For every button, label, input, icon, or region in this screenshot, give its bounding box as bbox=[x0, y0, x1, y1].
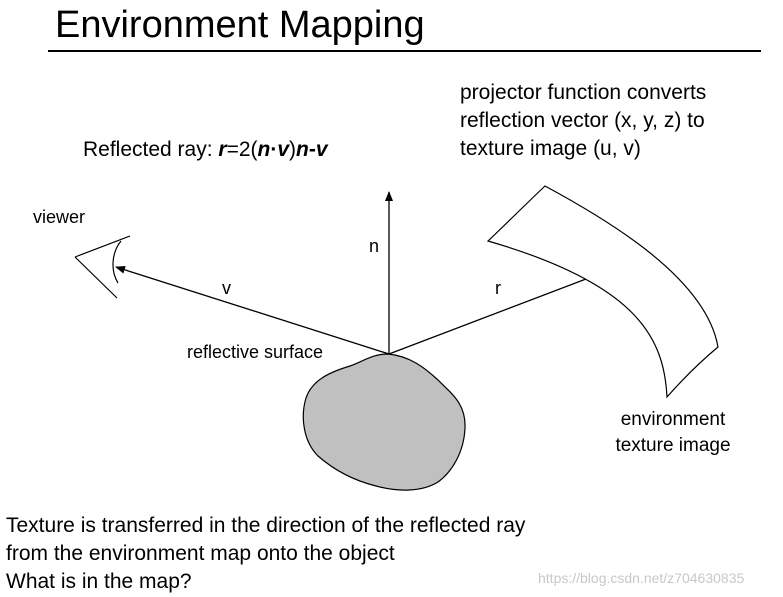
projector-note-line: texture image (u, v) bbox=[460, 137, 641, 160]
formula-n1: n bbox=[257, 138, 271, 161]
explanation-line: Texture is transferred in the direction … bbox=[6, 514, 526, 537]
viewer-label: viewer bbox=[33, 207, 86, 227]
environment-label-line: texture image bbox=[615, 435, 731, 456]
reflective-surface-label: reflective surface bbox=[187, 342, 324, 362]
formula-v1: v bbox=[277, 138, 290, 161]
formula-eq: =2( bbox=[226, 138, 258, 161]
reflective-object bbox=[302, 353, 466, 491]
explanation-line: from the environment map onto the object bbox=[6, 542, 395, 565]
environment-texture-label: environment texture image bbox=[600, 407, 746, 459]
formula-dot: · bbox=[270, 138, 278, 161]
view-vector-label: v bbox=[222, 278, 231, 298]
page-title: Environment Mapping bbox=[55, 4, 425, 46]
watermark: https://blog.csdn.net/z704630835 bbox=[538, 570, 745, 586]
viewer-eye-icon bbox=[74, 235, 131, 299]
formula-r: r bbox=[218, 138, 227, 161]
title-underline bbox=[48, 50, 761, 52]
projector-note: projector function converts reflection v… bbox=[460, 79, 706, 163]
reflection-formula: Reflected ray: r=2(n·v)n-v bbox=[83, 136, 328, 164]
view-arrow bbox=[115, 265, 390, 355]
formula-minus: - bbox=[308, 138, 316, 161]
normal-label: n bbox=[369, 236, 380, 256]
reflected-vector-label: r bbox=[495, 278, 501, 298]
explanation-line: What is in the map? bbox=[6, 570, 192, 593]
formula-v2: v bbox=[315, 138, 328, 161]
formula-n2: n bbox=[296, 138, 309, 161]
formula-prefix: Reflected ray: bbox=[83, 138, 219, 161]
environment-label-line: environment bbox=[620, 409, 726, 430]
explanation-text: Texture is transferred in the direction … bbox=[6, 512, 525, 596]
environment-texture-surface bbox=[486, 185, 719, 399]
projector-note-line: projector function converts bbox=[460, 81, 707, 104]
projector-note-line: reflection vector (x, y, z) to bbox=[460, 109, 705, 132]
formula-close: ) bbox=[289, 138, 297, 161]
